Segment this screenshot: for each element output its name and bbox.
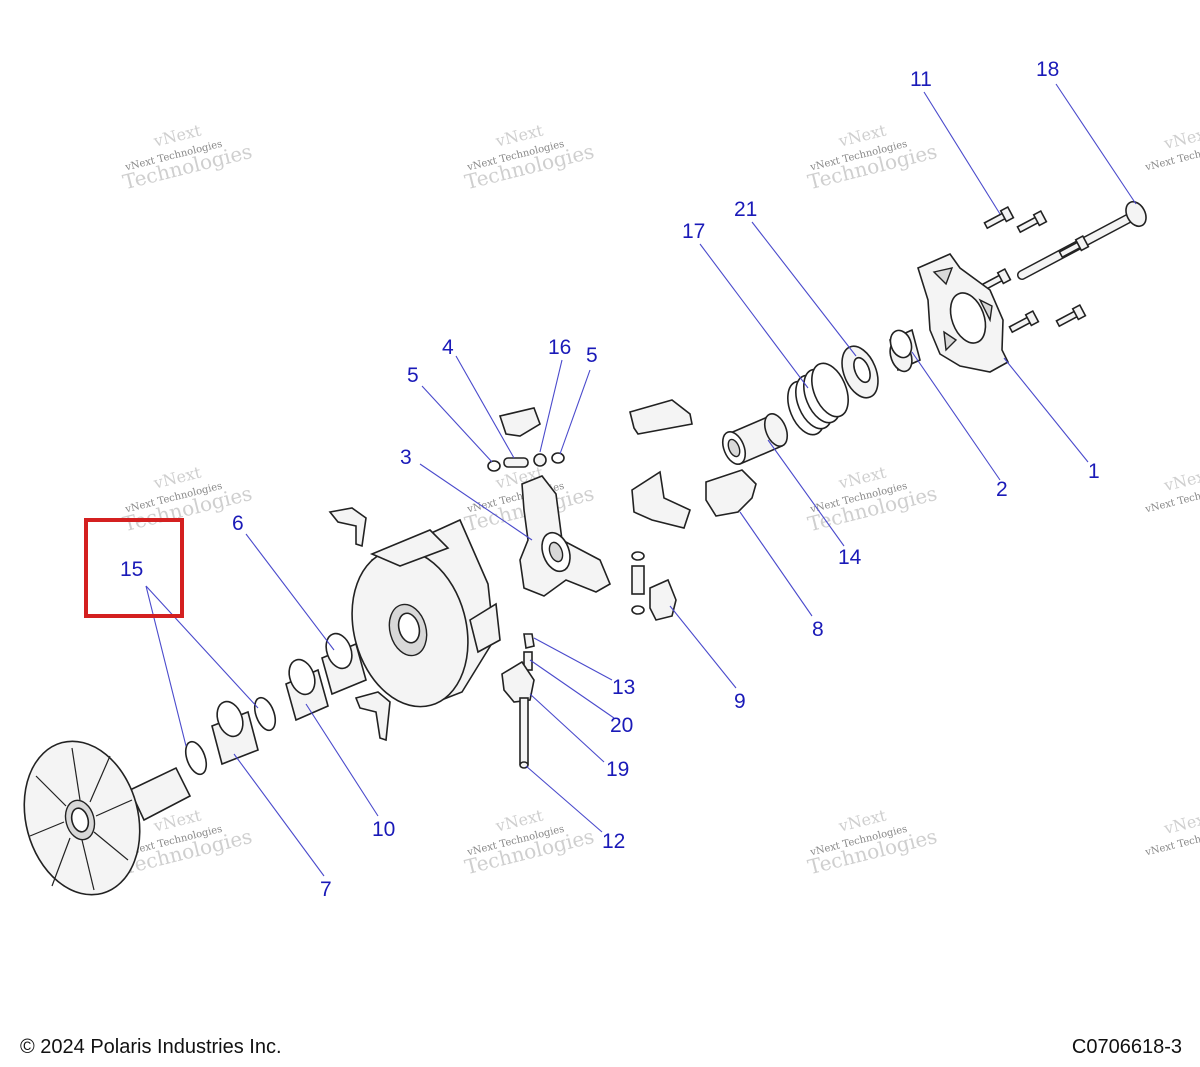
- parts-group: [23, 200, 1147, 896]
- watermark: vNext vNext Technologies: [1143, 123, 1200, 174]
- callout-16: 16: [548, 336, 571, 359]
- svg-text:vNext: vNext: [1161, 123, 1200, 153]
- part-long-bolt: [1017, 200, 1147, 280]
- watermark: vNext Technologies vNext Technologies: [805, 805, 939, 879]
- watermark: vNext Technologies vNext Technologies: [805, 120, 939, 194]
- callout-2: 2: [996, 478, 1008, 501]
- callout-17: 17: [682, 220, 705, 243]
- leader-lines: [145, 83, 1137, 877]
- svg-text:vNext: vNext: [1161, 465, 1200, 495]
- callout-6: 6: [232, 512, 244, 535]
- part-pin-rings: [487, 407, 565, 472]
- callout-3: 3: [400, 446, 412, 469]
- callout-7: 7: [320, 878, 332, 901]
- part-small-bolts: [980, 205, 1090, 334]
- part-fixed-sheave: [23, 740, 192, 896]
- callout-11: 11: [910, 68, 932, 91]
- svg-text:vNext: vNext: [1161, 808, 1200, 838]
- diagram-code: C0706618-3: [1071, 1036, 1182, 1058]
- part-spider-bracket: [519, 475, 612, 597]
- part-bushing-10: [285, 658, 329, 722]
- part-bushing-7: [211, 700, 259, 766]
- part-bushing-2: [889, 328, 921, 373]
- copyright-notice: © 2024 Polaris Industries Inc.: [20, 1036, 282, 1058]
- callout-5-right: 5: [586, 344, 598, 367]
- callout-10: 10: [372, 818, 395, 841]
- part-washer-21: [841, 345, 879, 399]
- callout-13: 13: [612, 676, 635, 699]
- highlight-box: [84, 518, 184, 618]
- callout-9: 9: [734, 690, 746, 713]
- part-moveable-sheave: [351, 518, 501, 708]
- callout-18: 18: [1036, 58, 1059, 81]
- callout-labels: 1 2 3 4 5 5 6 7 8 9 10 11 12 13 14 15 16…: [120, 58, 1100, 901]
- callout-12: 12: [602, 830, 625, 853]
- watermark: vNext vNext Technologies: [1143, 465, 1200, 516]
- callout-5-left: 5: [407, 364, 419, 387]
- part-bushing-14: [721, 412, 789, 466]
- watermark: vNext Technologies vNext Technologies: [462, 120, 596, 194]
- callout-14: 14: [838, 546, 862, 569]
- watermark: vNext vNext Technologies: [1143, 808, 1200, 859]
- watermark: vNext Technologies vNext Technologies: [120, 120, 254, 194]
- callout-20: 20: [610, 714, 633, 737]
- callout-19: 19: [606, 758, 629, 781]
- watermark: vNext Technologies vNext Technologies: [462, 805, 596, 879]
- callout-15: 15: [120, 558, 143, 581]
- callout-4: 4: [442, 336, 454, 359]
- callout-8: 8: [812, 618, 824, 641]
- part-spider-plate: [917, 253, 1010, 373]
- part-spring: [787, 362, 849, 436]
- callout-21: 21: [734, 198, 757, 221]
- callout-1: 1: [1088, 460, 1100, 483]
- part-roller-arms: [328, 507, 391, 742]
- part-bushing-6: [321, 632, 367, 696]
- part-rings-15: [184, 696, 277, 776]
- part-covers: [629, 399, 757, 529]
- watermark: vNext Technologies vNext Technologies: [805, 462, 939, 536]
